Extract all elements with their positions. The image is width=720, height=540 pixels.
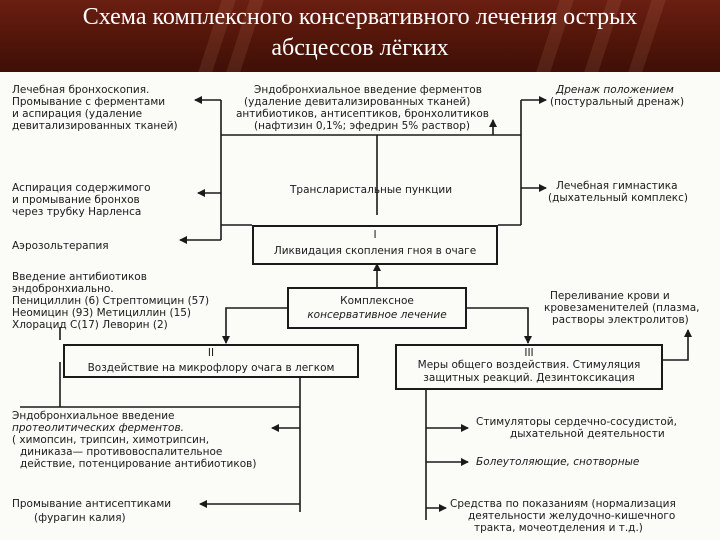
note-line: ( химопсин, трипсин, химотрипсин, <box>12 434 210 446</box>
box-iii: III Меры общего воздействия. Стимуляция … <box>395 344 663 390</box>
note-line: Эндобронхиальное введение <box>12 410 175 422</box>
connector <box>467 307 532 344</box>
note-line: Промывание с ферментами <box>12 96 166 108</box>
title-banner: Схема комплексного консервативного лечен… <box>0 0 720 72</box>
box-ii: II Воздействие на микрофлору очага в лег… <box>63 344 359 378</box>
box-label: Ликвидация скопления гноя в очаге <box>273 245 477 257</box>
box-label: защитных реакций. Дезинтоксикация <box>423 372 635 384</box>
note-line: кровезаменителей (плазма, <box>544 302 700 314</box>
note-transparietal: Трансларистальные пункции <box>290 184 453 196</box>
center-box: Комплексное консервативное лечение <box>287 287 467 329</box>
note-line: Лечебная гимнастика <box>556 180 678 192</box>
connector-lines <box>20 96 692 520</box>
page-title-line: Схема комплексного консервативного лечен… <box>82 4 638 30</box>
note-line: (нафтизин 0,1%; эфедрин 5% раствор) <box>254 120 470 132</box>
box-i: I Ликвидация скопления гноя в очаге <box>252 225 498 265</box>
page-title-line: абсцессов лёгких <box>271 35 449 61</box>
note-line: Дренаж положением <box>556 84 674 96</box>
note-line: действие, потенцирование антибиотиков) <box>20 458 257 470</box>
note-line: Промывание антисептиками <box>12 498 172 510</box>
note-line: деятельности желудочно-кишечного <box>468 510 676 522</box>
box-label: Воздействие на микрофлору очага в легком <box>87 362 335 374</box>
box-number: II <box>207 347 215 359</box>
note-line: Пенициллин (6) Стрептомицин (57) <box>12 295 210 307</box>
note-line: (фурагин калия) <box>34 512 126 524</box>
center-box-line: Комплексное <box>340 295 414 307</box>
box-label: Меры общего воздействия. Стимуляция <box>417 359 641 371</box>
note-line: (удаление девитализированных тканей) <box>244 96 471 108</box>
note-aerosol: Аэрозольтерапия <box>12 240 109 252</box>
connector <box>222 307 287 344</box>
note-line: Введение антибиотиков <box>12 271 147 283</box>
note-line: (дыхательный комплекс) <box>548 192 689 204</box>
note-line: Хлорацид С(17) Леворин (2) <box>12 319 168 331</box>
note-line: дыхательной деятельности <box>510 428 665 440</box>
note-line: Стимуляторы сердечно-сосудистой, <box>476 416 677 428</box>
note-line: эндобронхиально. <box>12 283 114 295</box>
note-line: Неомицин (93) Метициллин (15) <box>12 307 192 319</box>
center-box-line: консервативное лечение <box>307 309 447 321</box>
box-number: III <box>524 347 534 359</box>
connector <box>660 329 692 361</box>
note-line: Эндобронхиальное введение ферментов <box>254 84 482 96</box>
note-line: девитализированных тканей) <box>12 120 178 132</box>
note-line: (постуральный дренаж) <box>550 96 685 108</box>
note-analgesics: Болеутоляющие, снотворные <box>476 456 640 468</box>
note-line: растворы электролитов) <box>552 314 689 326</box>
note-line: Аспирация содержимого <box>12 182 151 194</box>
note-line: тракта, мочеотделения и т.д.) <box>474 522 643 534</box>
note-line: и аспирация (удаление <box>12 108 143 120</box>
note-line: диниказа— противовоспалительное <box>20 446 223 458</box>
box-number: I <box>373 229 377 241</box>
note-line: Лечебная бронхоскопия. <box>12 84 150 96</box>
treatment-scheme-diagram: Комплексное консервативное лечение I Лик… <box>0 72 720 540</box>
page-title: Схема комплексного консервативного лечен… <box>0 2 720 64</box>
note-line: протеолитических ферментов. <box>12 422 184 434</box>
note-line: через трубку Нарленса <box>12 206 142 218</box>
note-line: антибиотиков, антисептиков, бронхолитико… <box>236 108 489 120</box>
note-line: и промывание бронхов <box>12 194 140 206</box>
note-line: Средства по показаниям (нормализация <box>450 498 676 510</box>
note-line: Переливание крови и <box>550 290 670 302</box>
